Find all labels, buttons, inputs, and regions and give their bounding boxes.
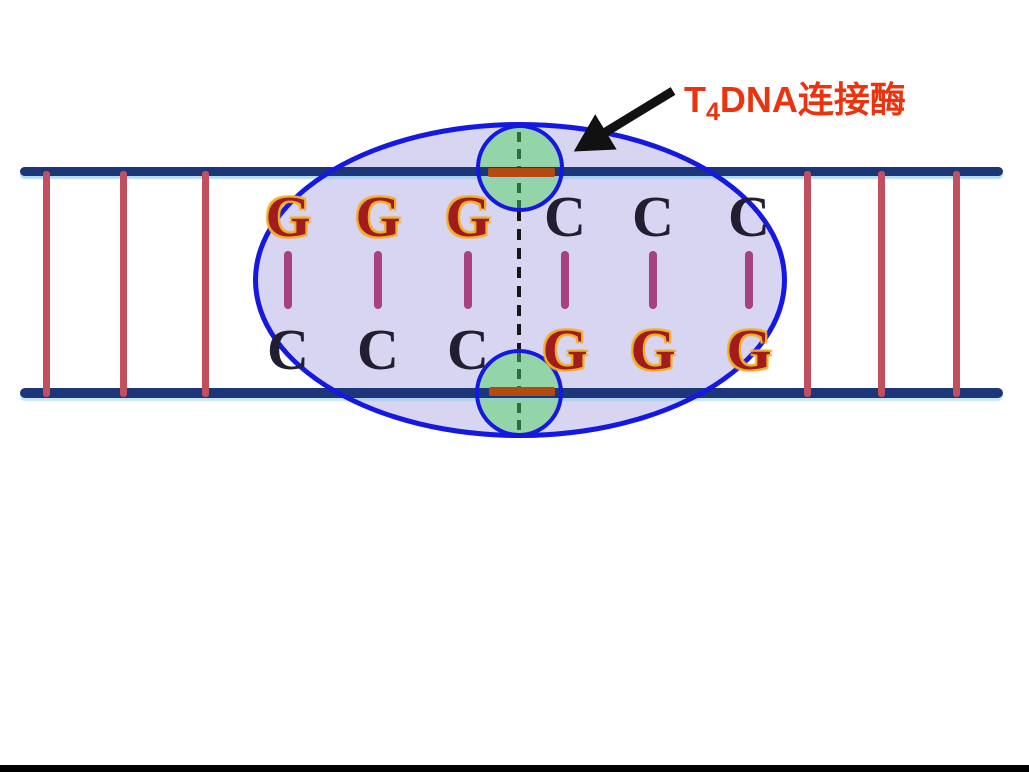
down-left-arrow-icon bbox=[573, 87, 676, 152]
base-pair-rung bbox=[120, 171, 127, 397]
ligation-site-circle-bottom-outline bbox=[475, 349, 563, 437]
base-letter: C bbox=[632, 184, 674, 249]
base-letter: G bbox=[726, 317, 772, 382]
base-letter: C bbox=[267, 317, 309, 382]
hydrogen-bond bbox=[649, 251, 657, 309]
base-pair-rung bbox=[804, 171, 811, 397]
enzyme-label-suffix: DNA连接酶 bbox=[719, 79, 906, 120]
bottom-border-bar bbox=[0, 765, 1029, 772]
enzyme-label-prefix: T bbox=[684, 79, 706, 120]
base-pair-rung bbox=[43, 171, 50, 397]
base-pair-rung bbox=[953, 171, 960, 397]
base-pair-rung bbox=[202, 171, 209, 397]
hydrogen-bond bbox=[561, 251, 569, 309]
base-letter: C bbox=[357, 317, 399, 382]
hydrogen-bond bbox=[745, 251, 753, 309]
base-pair-rung bbox=[878, 171, 885, 397]
enzyme-label-subscript: 4 bbox=[706, 98, 720, 126]
hydrogen-bond bbox=[284, 251, 292, 309]
base-letter: C bbox=[544, 184, 586, 249]
base-letter: G bbox=[265, 184, 311, 249]
hydrogen-bond bbox=[464, 251, 472, 309]
base-letter: G bbox=[355, 184, 401, 249]
hydrogen-bond bbox=[374, 251, 382, 309]
base-letter: G bbox=[445, 184, 491, 249]
base-letter: C bbox=[447, 317, 489, 382]
base-letter: C bbox=[728, 184, 770, 249]
base-letter: G bbox=[542, 317, 588, 382]
enzyme-label: T4DNA连接酶 bbox=[684, 79, 906, 125]
ligation-site-circle-top-outline bbox=[476, 124, 564, 212]
base-letter: G bbox=[630, 317, 676, 382]
